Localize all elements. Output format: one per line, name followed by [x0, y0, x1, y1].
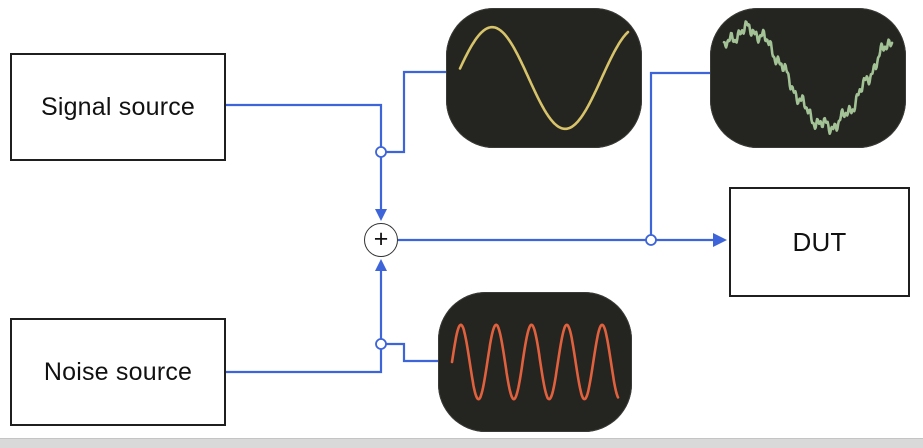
- plus-icon: +: [373, 224, 389, 253]
- arrow-into-sum-top: [375, 209, 387, 221]
- signal-source-label: Signal source: [40, 92, 196, 121]
- noise-wire: [222, 271, 383, 374]
- arrow-into-sum-bottom: [375, 259, 387, 271]
- signal-wire: [222, 103, 383, 210]
- output-tap-dot: [645, 234, 657, 246]
- bottom-strip: [0, 438, 923, 448]
- high-frequency-sine-wave-icon: [450, 323, 620, 401]
- noise-tap-dot: [375, 338, 387, 350]
- noisy-sine-wave-icon: [722, 20, 894, 135]
- noise-scope-display: [438, 292, 632, 432]
- noise-scope-tap-wire: [386, 342, 438, 363]
- signal-scope-display: [446, 8, 642, 148]
- signal-scope-tap-wire: [386, 70, 446, 154]
- dut-label: DUT: [792, 226, 847, 257]
- arrow-into-dut: [713, 233, 727, 247]
- dut-block: DUT: [729, 187, 910, 297]
- summing-junction: +: [364, 223, 398, 257]
- noise-source-label: Noise source: [43, 357, 193, 386]
- noise-source-block: Noise source: [10, 318, 226, 426]
- signal-tap-dot: [375, 146, 387, 158]
- clean-sine-wave-icon: [458, 25, 630, 131]
- output-scope-tap-wire: [649, 71, 710, 235]
- output-scope-display: [710, 8, 906, 148]
- signal-source-block: Signal source: [10, 53, 226, 161]
